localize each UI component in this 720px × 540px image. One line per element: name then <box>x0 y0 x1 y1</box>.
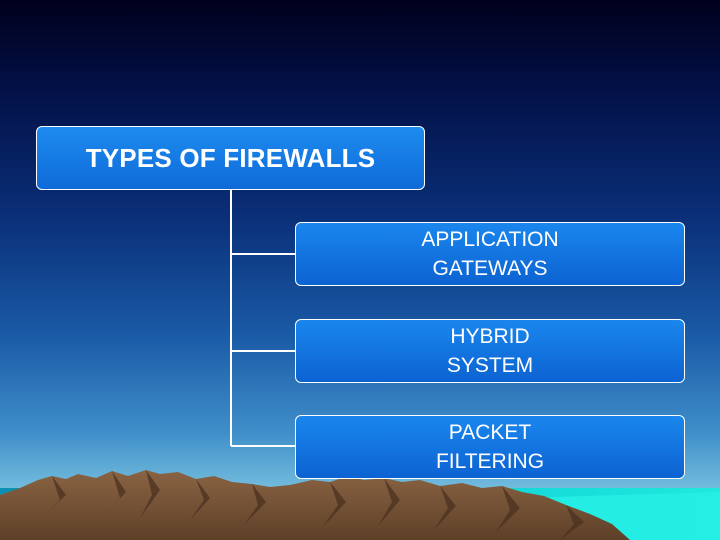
root-node-label: TYPES OF FIREWALLS <box>85 142 376 173</box>
child-node-hybrid-system: HYBRID SYSTEM <box>295 319 685 383</box>
child-node-label: HYBRID SYSTEM <box>446 325 534 377</box>
child-node-label: PACKET FILTERING <box>435 421 545 473</box>
root-node: TYPES OF FIREWALLS <box>36 126 425 190</box>
child-node-application-gateways: APPLICATION GATEWAYS <box>295 222 685 286</box>
child-node-label: APPLICATION GATEWAYS <box>421 228 559 280</box>
child-node-packet-filtering: PACKET FILTERING <box>295 415 685 479</box>
mountain-shadows <box>48 470 584 540</box>
